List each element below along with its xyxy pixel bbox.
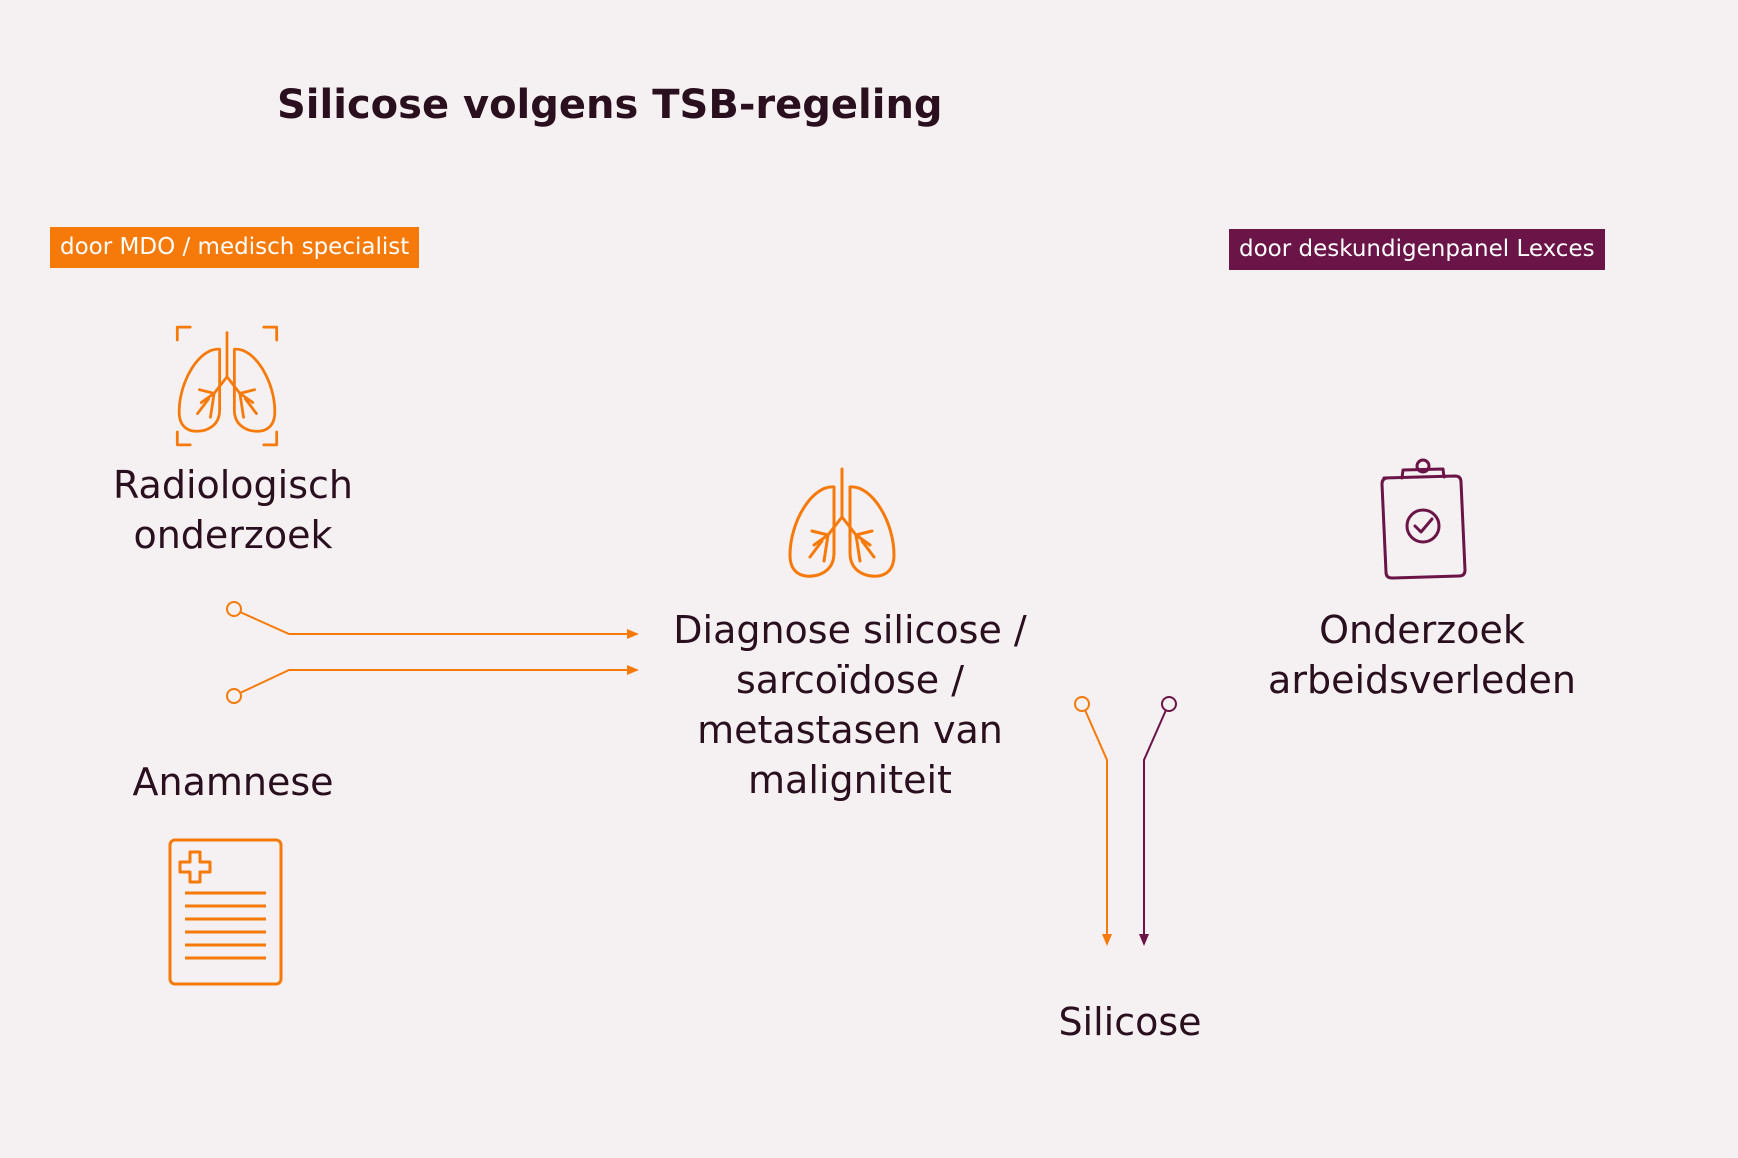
tag-mdo: door MDO / medisch specialist <box>50 227 420 268</box>
lungs-scan-icon <box>175 325 279 447</box>
connector-radiology <box>226 601 639 639</box>
connector-workhistory-result <box>1139 696 1177 946</box>
label-radiology: Radiologisch onderzoek <box>112 463 354 557</box>
label-result: Silicose <box>1058 1000 1202 1044</box>
tag-lexces: door deskundigenpanel Lexces <box>1229 229 1605 270</box>
lungs-icon <box>788 467 896 578</box>
label-anamnesis: Anamnese <box>132 760 334 804</box>
page-title: Silicose volgens TSB-regeling <box>277 82 943 128</box>
clipboard-check-icon <box>1380 458 1467 580</box>
medical-record-icon <box>168 838 283 986</box>
label-diagnosis: Diagnose silicose / sarcoïdose / metasta… <box>673 608 1027 802</box>
connector-diagnosis-result <box>1074 696 1112 946</box>
label-work-history: Onderzoek arbeidsverleden <box>1268 608 1576 702</box>
connector-anamnesis <box>226 665 639 704</box>
